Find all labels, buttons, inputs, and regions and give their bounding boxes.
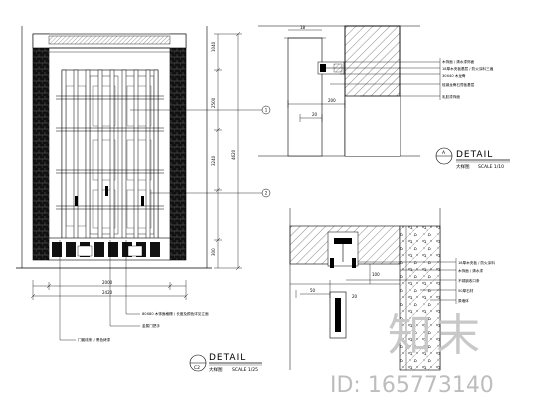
detail-c2-scale: SCALE 1/25 [232, 367, 258, 373]
left-jamb [32, 33, 50, 261]
detail-a-marker: A [442, 150, 446, 156]
dim-top-1: 200 [328, 98, 336, 103]
section-marker-2 [261, 188, 271, 198]
left-elevation: 1040 2500 3240 300 4620 1 2 2000 2420 [16, 26, 271, 342]
handle-center-icon [105, 186, 108, 196]
right-jamb [169, 33, 187, 261]
note-grille: 80X80 木饰面格栅 / 长度及颜色详见立面 [142, 311, 209, 316]
dim-top-3: 18 [300, 25, 306, 30]
top-note-1: 木饰面 / 清水漆饰面 [442, 59, 475, 64]
dim-bottom-r-3: 20 [352, 294, 358, 299]
dim-right-2: 2500 [211, 97, 216, 108]
handle-right-icon [141, 196, 144, 206]
bottom-note-2: 木饰面 / 清水漆 [458, 268, 483, 273]
watermark-id: ID: 165773140 [330, 373, 494, 398]
section-marker-1 [261, 105, 271, 115]
top-note-3: 30X40 木龙骨 [442, 73, 466, 78]
bottom-right-detail: 100 50 20 18厚木夹板 / 防火涂料 木饰面 / 清水漆 不锈钢收口条… [289, 208, 495, 371]
watermark-logo-text: 知末 [388, 310, 484, 361]
dim-right-1: 1040 [211, 41, 216, 52]
dimension-chain-right [214, 31, 242, 271]
section-marker-1-label: 1 [265, 108, 268, 113]
dim-bottom-r-1: 100 [372, 272, 380, 277]
dim-top-2: 20 [312, 112, 318, 117]
bottom-note-5: 原墙体 [458, 298, 469, 303]
top-note-4: 轻钢龙骨石膏板基层 [442, 82, 475, 87]
dim-right-total: 4620 [231, 149, 236, 160]
dim-bottom-r-2: 50 [310, 288, 316, 293]
bottom-note-4: 50厚石材 [458, 288, 474, 293]
dimension-chain-bottom [30, 280, 189, 300]
detail-a-subtitle: 大样图 [456, 163, 470, 170]
detail-a-title: DETAIL [456, 150, 493, 160]
watermark: 知末 ID: 165773140 [330, 310, 494, 398]
bottom-note-1: 18厚木夹板 / 防火涂料 [458, 260, 495, 265]
detail-c2-marker: C2 [194, 365, 200, 371]
dim-bottom-outer: 2420 [102, 290, 113, 295]
dim-bottom-inner: 2000 [102, 280, 113, 285]
section-marker-2-label: 2 [265, 191, 268, 196]
detail-a-scale: SCALE 1/10 [478, 164, 504, 170]
detail-c2-title: DETAIL [209, 353, 246, 363]
note-handle: 金属门把手 [142, 323, 160, 328]
door-post [287, 37, 323, 157]
grille-bars [61, 69, 159, 241]
top-note-5: 乳胶漆饰面 [442, 94, 460, 99]
top-right-detail: 200 20 18 木饰面 / 清水漆饰面 18厚木夹板基层 / 防火涂料三遍 … [258, 25, 510, 170]
detail-title-c2: C2 DETAIL 大样图 SCALE 1/25 [189, 353, 262, 373]
top-note-2: 18厚木夹板基层 / 防火涂料三遍 [442, 66, 494, 71]
bottom-note-3: 不锈钢收口条 [458, 278, 480, 283]
note-door-frame: 门套线条 / 黑色烤漆 [78, 337, 111, 342]
handle-left-icon [75, 196, 78, 206]
dim-right-4: 300 [211, 248, 216, 256]
detail-c2-subtitle: 大样图 [209, 366, 223, 373]
concrete-column [399, 225, 441, 371]
dim-right-3: 3240 [211, 155, 216, 166]
